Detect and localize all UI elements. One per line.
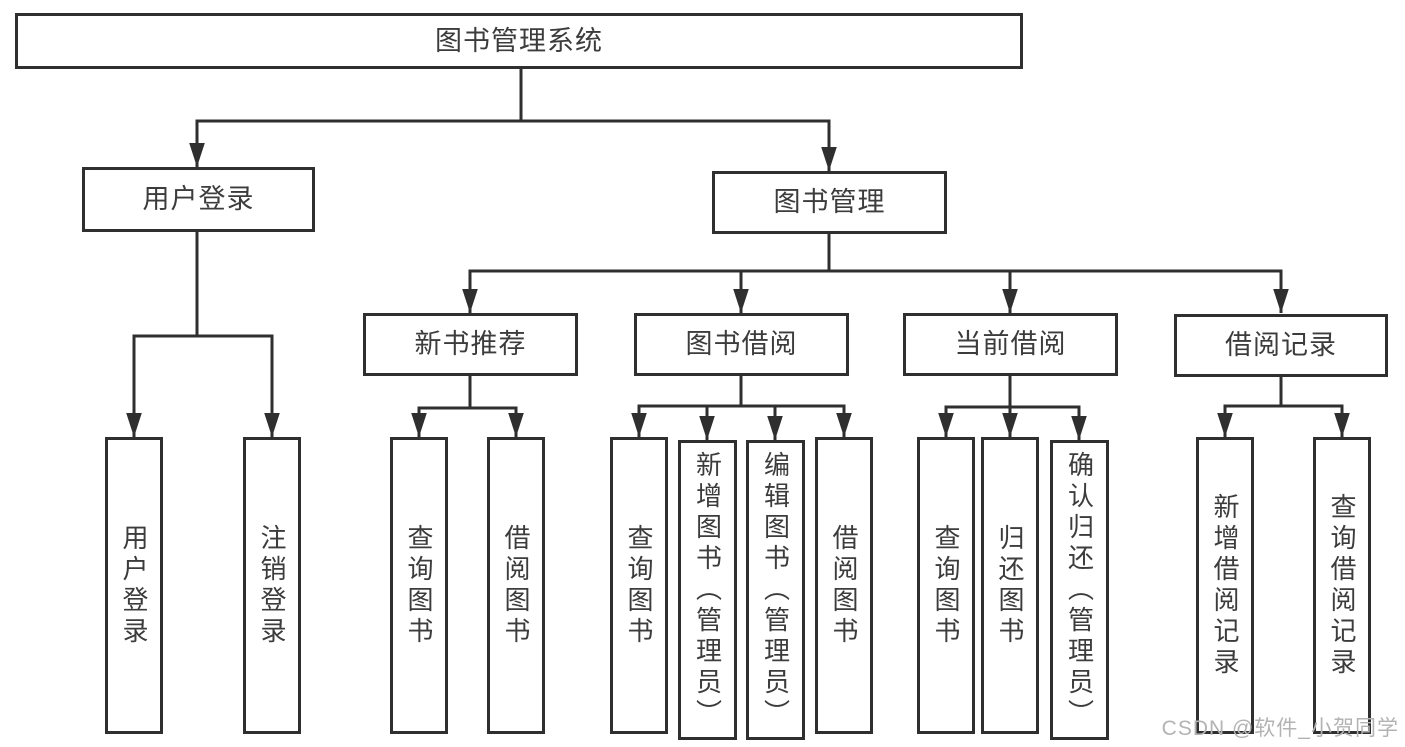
leaf-query-books-recommend-label: 查询图书	[404, 523, 434, 648]
leaf-add-book-admin: 新增图书（管理员）	[678, 440, 737, 740]
leaf-edit-book-admin-label: 编辑图书（管理员）	[760, 450, 791, 730]
leaf-confirm-return-admin-label: 确认归还（管理员）	[1064, 450, 1095, 730]
leaf-query-books-current: 查询图书	[917, 437, 975, 734]
leaf-user-login-label: 用户登录	[119, 523, 149, 648]
node-book-borrowing: 图书借阅	[634, 313, 849, 376]
node-new-book-recommend-label: 新书推荐	[414, 329, 527, 359]
leaf-query-books-recommend: 查询图书	[390, 437, 448, 734]
leaf-add-book-admin-label: 新增图书（管理员）	[692, 450, 723, 730]
node-book-management-label: 图书管理	[773, 187, 886, 217]
node-user-login-label: 用户登录	[142, 184, 255, 214]
leaf-logout-label: 注销登录	[257, 523, 287, 648]
node-book-borrowing-label: 图书借阅	[685, 329, 798, 359]
leaf-query-books-current-label: 查询图书	[931, 523, 961, 648]
leaf-query-borrow-record: 查询借阅记录	[1313, 437, 1371, 734]
node-user-login: 用户登录	[82, 167, 315, 232]
leaf-edit-book-admin: 编辑图书（管理员）	[746, 440, 805, 740]
leaf-logout: 注销登录	[243, 437, 301, 734]
node-book-management: 图书管理	[712, 171, 947, 234]
watermark: CSDN @软件_小贺同学	[1161, 717, 1399, 740]
node-root-system: 图书管理系统	[15, 13, 1023, 69]
node-current-borrowing: 当前借阅	[903, 313, 1118, 376]
leaf-borrow-books-recommend: 借阅图书	[487, 437, 545, 734]
leaf-borrow-books-recommend-label: 借阅图书	[501, 523, 531, 648]
leaf-query-borrow-record-label: 查询借阅记录	[1327, 492, 1357, 679]
node-root-label: 图书管理系统	[435, 25, 603, 56]
leaf-return-books-label: 归还图书	[995, 523, 1025, 648]
leaf-return-books: 归还图书	[981, 437, 1039, 734]
leaf-add-borrow-record: 新增借阅记录	[1196, 437, 1254, 734]
leaf-borrow-books: 借阅图书	[815, 437, 873, 734]
leaf-borrow-books-label: 借阅图书	[829, 523, 859, 648]
leaf-user-login: 用户登录	[105, 437, 163, 734]
leaf-add-borrow-record-label: 新增借阅记录	[1210, 492, 1240, 679]
leaf-query-books-borrowing: 查询图书	[610, 437, 668, 734]
node-borrowing-records-label: 借阅记录	[1225, 330, 1337, 360]
node-new-book-recommend: 新书推荐	[363, 313, 578, 376]
node-current-borrowing-label: 当前借阅	[954, 329, 1067, 359]
node-borrowing-records: 借阅记录	[1174, 314, 1388, 377]
leaf-query-books-borrowing-label: 查询图书	[624, 523, 654, 648]
leaf-confirm-return-admin: 确认归还（管理员）	[1050, 440, 1109, 740]
